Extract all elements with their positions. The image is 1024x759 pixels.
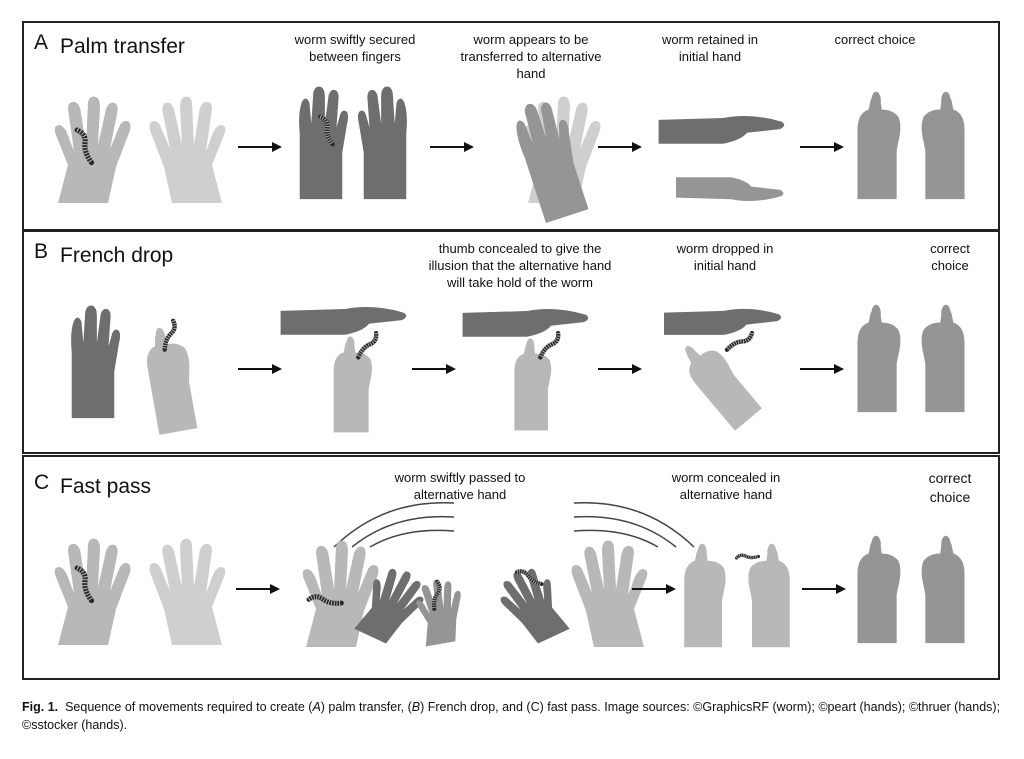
arrow-icon: [412, 363, 456, 375]
caption-text: ) palm transfer, (: [320, 700, 412, 714]
worm-icon: [72, 561, 98, 609]
figure-caption: Fig. 1. Sequence of movements required t…: [22, 698, 1012, 734]
panel-b: B French drop thumb concealed to give th…: [22, 230, 1000, 454]
arrow-icon: [238, 141, 282, 153]
arrow-icon: [802, 583, 846, 595]
step-label: worm swiftly secured between fingers: [294, 32, 416, 64]
step-label: correct choice: [930, 241, 970, 273]
step-label: correct choice: [928, 470, 972, 505]
caption-ref: A: [312, 700, 321, 714]
step-label: worm concealed in alternative hand: [671, 470, 781, 502]
step-label: worm dropped in initial hand: [676, 241, 774, 273]
step-label: correct choice: [834, 32, 916, 47]
flat-hand-icon: [658, 107, 788, 153]
step-label: thumb concealed to give the illusion tha…: [428, 241, 612, 290]
panel-letter: C: [34, 471, 50, 494]
panel-letter: A: [34, 31, 49, 54]
arrow-icon: [800, 363, 844, 375]
caption-text: ) French drop, and (C) fast pass. Image …: [22, 700, 1001, 732]
open-hand-icon: [142, 95, 242, 205]
fist-icon: [916, 527, 972, 651]
caption-text: Sequence of movements required to create…: [65, 700, 313, 714]
fist-icon: [676, 541, 732, 649]
step-label: worm appears to be transferred to altern…: [460, 32, 602, 81]
figure-number: Fig. 1.: [22, 700, 59, 714]
fist-icon: [850, 296, 906, 420]
back-hand-icon: [64, 300, 122, 424]
fist-icon: [916, 83, 972, 207]
arrow-icon: [598, 141, 642, 153]
step-label: worm swiftly passed to alternative hand: [394, 470, 526, 502]
arrow-icon: [632, 583, 676, 595]
panel-a: A Palm transfer worm swiftly secured bet…: [22, 21, 1000, 231]
arrow-icon: [236, 583, 280, 595]
panel-title: Palm transfer: [60, 35, 185, 58]
arrow-icon: [238, 363, 282, 375]
step-label: worm retained in initial hand: [661, 32, 759, 64]
arrow-icon: [800, 141, 844, 153]
open-hand-icon: [142, 537, 242, 647]
flat-hand-icon: [676, 169, 786, 209]
panel-c: C Fast pass worm swiftly passed to alter…: [22, 455, 1000, 680]
motion-lines-icon: [333, 501, 695, 548]
worm-icon: [72, 123, 98, 171]
fist-icon: [916, 296, 972, 420]
panel-letter: B: [34, 240, 49, 263]
worm-icon: [719, 328, 758, 356]
panel-title: Fast pass: [60, 475, 152, 498]
arrow-icon: [430, 141, 474, 153]
fist-icon: [850, 527, 906, 651]
arrow-icon: [598, 363, 642, 375]
caption-ref: B: [411, 700, 421, 714]
back-hand-icon: [356, 81, 414, 205]
fist-icon: [850, 83, 906, 207]
panel-title: French drop: [60, 244, 174, 267]
worm-icon: [316, 113, 338, 149]
